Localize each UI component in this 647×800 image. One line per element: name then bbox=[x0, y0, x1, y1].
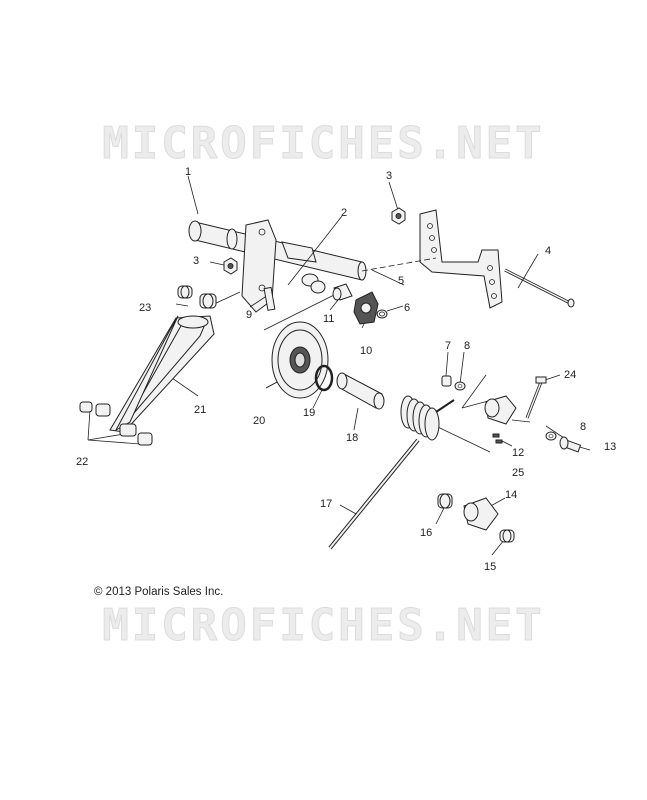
callout-4: 4 bbox=[545, 245, 551, 257]
callout-23: 23 bbox=[139, 302, 151, 314]
copyright-text: © 2013 Polaris Sales Inc. bbox=[94, 586, 224, 598]
callout-labels: 1 2 3 3 4 5 6 7 8 8 9 10 11 12 13 14 15 … bbox=[76, 166, 616, 573]
part-22-bushing-c bbox=[119, 423, 137, 437]
part-18-sleeve bbox=[336, 372, 385, 410]
callout-18: 18 bbox=[346, 432, 358, 444]
part-7-nut bbox=[441, 375, 452, 387]
part-22-bushing-d bbox=[137, 432, 153, 446]
part-19-ring bbox=[314, 364, 334, 392]
callout-14: 14 bbox=[505, 489, 517, 501]
part-13-bolt bbox=[559, 436, 582, 453]
part-9-bolt bbox=[263, 286, 276, 311]
callout-6: 6 bbox=[404, 302, 410, 314]
callout-19: 19 bbox=[303, 407, 315, 419]
part-22-bushing-b bbox=[95, 403, 111, 417]
part-8-washer-top bbox=[454, 381, 466, 391]
callout-21: 21 bbox=[194, 404, 206, 416]
callout-12: 12 bbox=[512, 447, 524, 459]
part-25-pins bbox=[492, 433, 503, 444]
callout-25: 25 bbox=[512, 467, 524, 479]
callout-13: 13 bbox=[604, 441, 616, 453]
callout-5: 5 bbox=[398, 275, 404, 287]
part-4-bracket bbox=[419, 209, 575, 309]
callout-7: 7 bbox=[445, 340, 451, 352]
part-14-pivot bbox=[463, 497, 499, 531]
part-3-nut-top bbox=[391, 207, 406, 225]
callout-17: 17 bbox=[320, 498, 332, 510]
callout-22: 22 bbox=[76, 456, 88, 468]
callout-3-top: 3 bbox=[386, 170, 392, 182]
callout-9: 9 bbox=[246, 309, 252, 321]
callout-2: 2 bbox=[341, 207, 347, 219]
callout-20: 20 bbox=[253, 415, 265, 427]
part-23-bushing-b bbox=[199, 293, 217, 309]
callout-3-left: 3 bbox=[193, 255, 199, 267]
part-3-nut-left bbox=[223, 257, 238, 275]
part-11-bushing bbox=[332, 283, 353, 301]
callout-10: 10 bbox=[360, 345, 372, 357]
part-6-ring bbox=[376, 309, 388, 319]
callout-8-top: 8 bbox=[464, 340, 470, 352]
part-16-bushing bbox=[437, 493, 453, 509]
callout-1: 1 bbox=[185, 166, 191, 178]
part-22-bushing-a bbox=[79, 401, 93, 413]
callout-15: 15 bbox=[484, 561, 496, 573]
part-17-spring bbox=[328, 395, 455, 550]
watermark-top: MICROFICHES.NET bbox=[102, 118, 545, 170]
part-8-washer-right bbox=[545, 431, 557, 441]
leader-lines bbox=[87, 175, 591, 556]
part-12-pivot-block bbox=[484, 395, 517, 425]
callout-8-right: 8 bbox=[580, 421, 586, 433]
watermark-bottom: MICROFICHES.NET bbox=[102, 600, 545, 652]
callout-16: 16 bbox=[420, 527, 432, 539]
callout-24: 24 bbox=[564, 369, 576, 381]
part-21-arm bbox=[109, 315, 215, 433]
part-15-bushing bbox=[499, 529, 515, 543]
part-10-cam bbox=[353, 291, 379, 325]
part-24-bolt bbox=[525, 376, 547, 419]
part-20-wheel bbox=[271, 321, 329, 399]
callout-11: 11 bbox=[323, 313, 334, 325]
part-23-bushing-a bbox=[177, 285, 193, 299]
